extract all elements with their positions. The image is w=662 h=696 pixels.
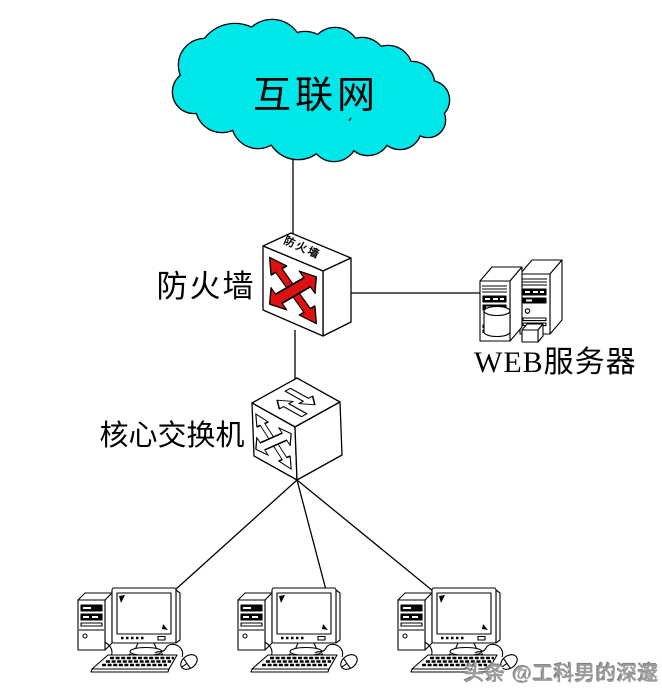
core-switch-device xyxy=(249,377,343,481)
workstation-1 xyxy=(76,586,202,674)
firewall-device: 防火墙 xyxy=(261,232,352,337)
internet-cloud: 互联网 xyxy=(171,18,451,163)
core-switch-label: 核心交换机 xyxy=(99,419,244,452)
link-switch-workstation-1 xyxy=(174,479,298,591)
link-switch-workstation-3 xyxy=(296,479,434,592)
web-server-tower-front xyxy=(479,266,523,342)
switch-right-face xyxy=(294,401,343,481)
link-switch-workstation-2 xyxy=(296,479,327,591)
workstation-2 xyxy=(236,586,362,674)
web-server-tower-back xyxy=(519,259,563,343)
firewall-right-face xyxy=(322,257,352,337)
cloud-body xyxy=(173,20,449,161)
internet-label: 互联网 xyxy=(253,75,379,117)
web-server-device: WEB服务器 xyxy=(474,259,637,379)
web-server-label: WEB服务器 xyxy=(474,346,637,379)
watermark: 头条 @工科男的深邃 xyxy=(463,663,659,685)
links xyxy=(174,152,486,592)
switch-top-arrows-icon xyxy=(276,387,316,418)
firewall-label: 防火墙 xyxy=(157,269,256,304)
